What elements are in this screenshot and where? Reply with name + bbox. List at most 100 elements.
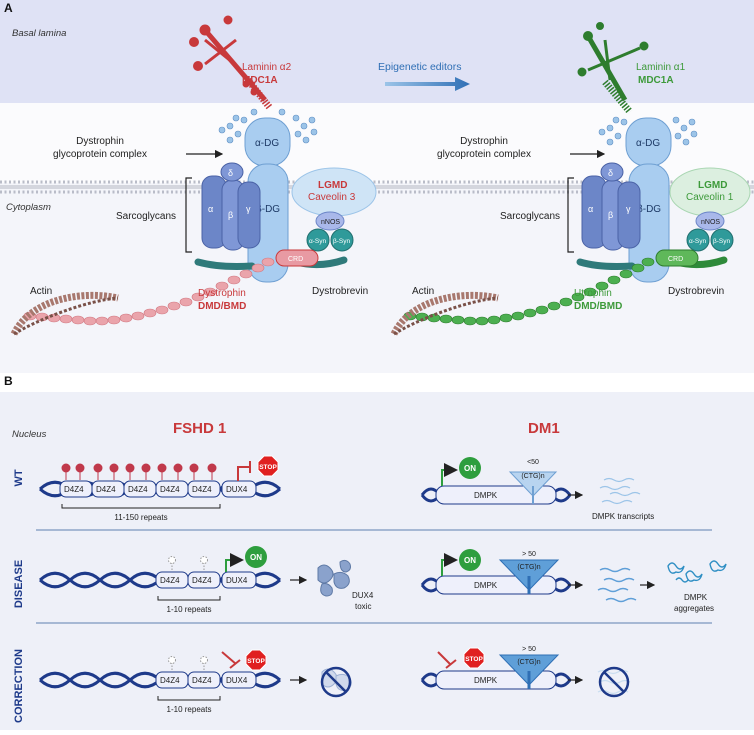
left-dgc-label-line2: glycoprotein complex bbox=[53, 149, 147, 160]
right-sg-beta: β bbox=[608, 210, 613, 220]
left-alpha-dg-label: α-DG bbox=[255, 138, 279, 149]
fshd-disease: D4Z4 D4Z4 DUX4 ON 1-10 repeats DUX4 toxi… bbox=[38, 546, 374, 614]
fshd-correction-repeats: 1-10 repeats bbox=[167, 705, 212, 714]
left-dystrophin-chain bbox=[23, 257, 275, 326]
right-actin-strand bbox=[393, 296, 499, 336]
dm1-disease-transcripts bbox=[597, 567, 637, 603]
dux4-toxic-protein bbox=[317, 559, 351, 597]
fshd-wt-d4z4-boxes bbox=[59, 480, 257, 498]
fshd-disease-unmethylated bbox=[168, 556, 208, 570]
right-protein-label: Utrophin bbox=[574, 288, 612, 299]
fshd-wt-methyl-marks bbox=[61, 463, 217, 480]
fshd-disease-bracket bbox=[157, 596, 221, 601]
dux4-blocked bbox=[320, 666, 352, 698]
dm1-disease-on-badge: ON bbox=[459, 549, 481, 571]
left-protein-disease: DMD/BMD bbox=[198, 301, 246, 312]
right-b-syn-label: β-Syn bbox=[713, 238, 730, 245]
right-dystrobrevin-label: Dystrobrevin bbox=[668, 286, 724, 297]
row-label-correction: CORRECTION bbox=[13, 649, 25, 723]
right-beta-syntrophin bbox=[710, 228, 734, 252]
fshd-correction-block-arrow bbox=[221, 651, 237, 665]
dm1-disease-on-label: ON bbox=[464, 556, 476, 565]
left-laminin-disease: MDC1A bbox=[242, 75, 278, 86]
left-nnos bbox=[315, 211, 345, 231]
fshd-disease-d4z4-2: D4Z4 bbox=[192, 576, 212, 585]
left-sarcoglycans-label: Sarcoglycans bbox=[116, 211, 176, 222]
right-sg-gamma: γ bbox=[626, 204, 631, 214]
fshd-disease-dux4: DUX4 bbox=[226, 576, 248, 585]
left-nnos-label: nNOS bbox=[321, 219, 340, 226]
fshd-wt-dux4: DUX4 bbox=[226, 485, 248, 494]
fshd-correction-boxes bbox=[155, 671, 257, 689]
fshd-disease-boxes bbox=[155, 571, 257, 589]
row-label-disease: DISEASE bbox=[13, 560, 25, 608]
right-sarcoglycan-bracket bbox=[567, 177, 574, 253]
fshd-wt-bracket bbox=[61, 504, 221, 509]
right-anchor bbox=[576, 258, 636, 270]
right-crd bbox=[655, 249, 699, 267]
left-caveolin-label: Caveolin 3 bbox=[308, 192, 356, 203]
right-laminin-disease: MDC1A bbox=[638, 75, 674, 86]
fshd-wt-d4z4-3: D4Z4 bbox=[128, 485, 148, 494]
fshd-correction-d4z4-2: D4Z4 bbox=[192, 676, 212, 685]
nucleus-label: Nucleus bbox=[12, 429, 47, 440]
left-protein-label: Dystrophin bbox=[198, 288, 246, 299]
dmpk-aggregates-line2: aggregates bbox=[674, 604, 714, 613]
dm1-disease: DMPK ON > 50 (CTG)n bbox=[420, 549, 727, 613]
dmpk-transcripts-label: DMPK transcripts bbox=[592, 512, 654, 521]
dm1-disease-ctg-wedge bbox=[498, 559, 560, 591]
dm1-correction: DMPK STOP > 50 (CTG)n bbox=[420, 646, 631, 698]
basal-lamina-label: Basal lamina bbox=[12, 28, 66, 39]
dm1-blocked-transcripts bbox=[597, 666, 631, 698]
fshd-wt-d4z4-2: D4Z4 bbox=[96, 485, 116, 494]
left-a-syn-label: α-Syn bbox=[309, 238, 327, 245]
dm1-wt-dmpk: DMPK bbox=[474, 491, 498, 500]
dm1-wt-dmpk-box bbox=[435, 485, 557, 505]
laminin-alpha2 bbox=[189, 15, 273, 111]
panel-a-letter: A bbox=[4, 1, 13, 15]
right-actin bbox=[390, 291, 499, 336]
left-sarcoglycan-bracket bbox=[185, 177, 192, 253]
fshd-wt-block-arrow bbox=[237, 466, 250, 481]
fshd-disease-repeats: 1-10 repeats bbox=[167, 605, 212, 614]
right-utrophin-chain bbox=[403, 257, 655, 326]
fshd-correction-stop-label: STOP bbox=[247, 658, 265, 665]
left-alpha-syntrophin bbox=[306, 228, 330, 252]
dm1-wt-active-arrow bbox=[441, 463, 458, 486]
fshd-correction-dux4: DUX4 bbox=[226, 676, 248, 685]
right-protein-disease: DMD/BMD bbox=[574, 301, 622, 312]
panel-b-background bbox=[0, 392, 754, 730]
dm1-correction-stop-sign: STOP bbox=[463, 647, 485, 669]
left-lgmd-label: LGMD bbox=[318, 180, 347, 191]
dm1-disease-dmpk: DMPK bbox=[474, 581, 498, 590]
left-actin-label: Actin bbox=[30, 286, 52, 297]
row-label-wt: WT bbox=[13, 469, 25, 486]
dm1-wt: DMPK ON <50 (CTG)n DMPK transcripts bbox=[420, 457, 654, 521]
fshd-correction: D4Z4 D4Z4 DUX4 STOP 1-10 repeats bbox=[38, 649, 352, 714]
right-nnos bbox=[695, 211, 725, 231]
dux4-toxic-line2: toxic bbox=[355, 602, 371, 611]
fshd-correction-bracket bbox=[157, 696, 221, 701]
right-alpha-dg-label: α-DG bbox=[636, 138, 660, 149]
right-sg-alpha: α bbox=[588, 204, 593, 214]
left-beta-syntrophin bbox=[330, 228, 354, 252]
panel-b: B Nucleus FSHD 1 DM1 WT DISEASE CORRECTI… bbox=[0, 374, 754, 730]
right-caveolin-label: Caveolin 1 bbox=[686, 192, 734, 203]
laminin-alpha1 bbox=[577, 22, 649, 115]
fshd-wt-stop-label: STOP bbox=[259, 464, 277, 471]
right-dgc-label-line1: Dystrophin bbox=[460, 136, 508, 147]
right-dgc-label-line2: glycoprotein complex bbox=[437, 149, 531, 160]
dm1-wt-ctg-line2: (CTG)n bbox=[521, 473, 544, 480]
dm1-wt-ctg-line1: <50 bbox=[527, 459, 539, 466]
dm1-correction-block-arrow bbox=[437, 651, 451, 665]
left-sg-alpha: α bbox=[208, 204, 213, 214]
dmpk-aggregates-line1: DMPK bbox=[684, 593, 708, 602]
left-crd bbox=[275, 249, 319, 267]
dm1-correction-dmpk: DMPK bbox=[474, 676, 498, 685]
right-dgc: Laminin α1 MDC1A α-DG β-DG LGMD Caveolin… bbox=[390, 22, 751, 336]
right-sg-delta: δ bbox=[608, 168, 613, 178]
dm1-correction-ctg-wedge bbox=[498, 654, 560, 686]
epigenetic-editors-label: Epigenetic editors bbox=[378, 61, 461, 73]
epigenetic-editors-arrow bbox=[385, 77, 470, 91]
